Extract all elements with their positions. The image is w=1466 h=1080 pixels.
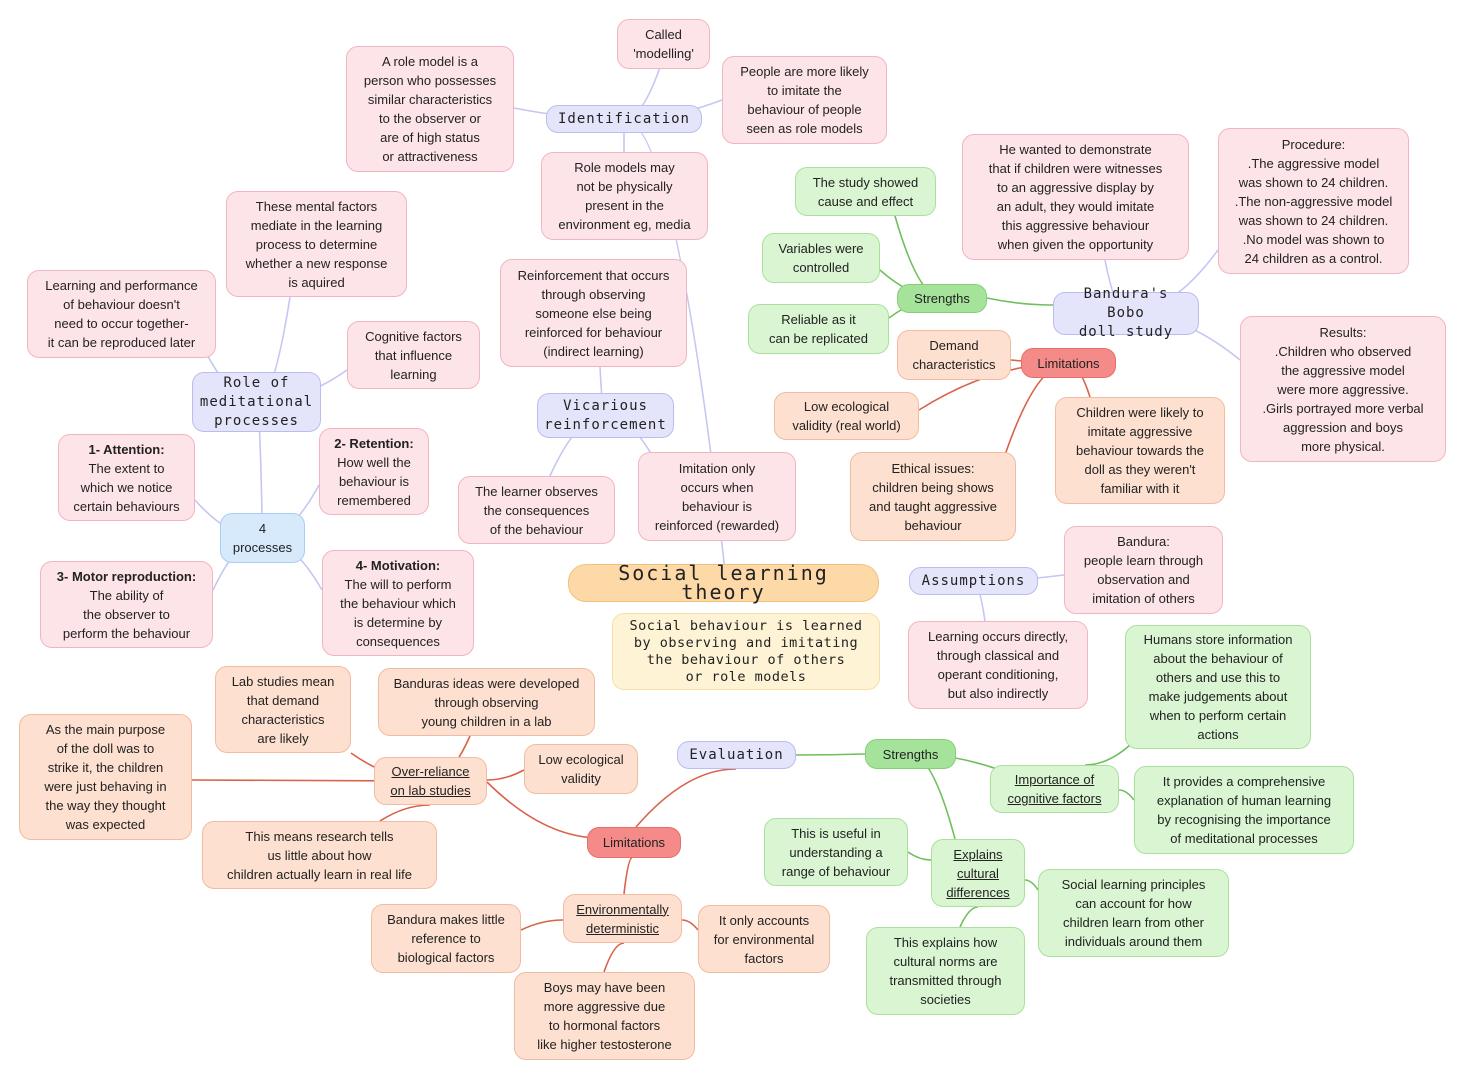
connector-line: [520, 919, 564, 931]
role-model-definition: A role model is a person who possesses s…: [346, 46, 514, 172]
environmentally-deterministic-node[interactable]: Environmentally deterministic: [563, 894, 682, 943]
reinforcement-note: Reinforcement that occurs through observ…: [500, 259, 687, 367]
connector-line: [603, 942, 625, 973]
lab-demand-note: Lab studies mean that demand characteris…: [215, 666, 351, 753]
assumptions-node[interactable]: Assumptions: [909, 567, 1038, 595]
connector-line: [681, 919, 699, 931]
connector-line: [986, 297, 1054, 306]
replicated-note: Reliable as it can be replicated: [748, 304, 889, 354]
evaluation-node[interactable]: Evaluation: [677, 741, 796, 769]
attention-title: 1- Attention:: [88, 441, 165, 457]
connector-line: [959, 906, 979, 928]
role-meditational-node[interactable]: Role of meditational processes: [192, 372, 321, 432]
cultural-differences-node[interactable]: Explains cultural differences: [931, 839, 1025, 907]
cultural-norms-note: This explains how cultural norms are tra…: [866, 927, 1025, 1015]
bobo-results-note: Results: .Children who observed the aggr…: [1240, 316, 1446, 462]
identification-node[interactable]: Identification: [546, 105, 702, 133]
cognitive-factors-note: Cognitive factors that influence learnin…: [347, 321, 480, 389]
unfamiliar-doll-note: Children were likely to imitate aggressi…: [1055, 397, 1225, 504]
retention-text: How well the behaviour is remembered: [337, 454, 411, 508]
retention-note: 2- Retention: How well the behaviour is …: [319, 428, 429, 515]
comprehensive-note: It provides a comprehensive explanation …: [1134, 766, 1354, 854]
evaluation-strengths-node[interactable]: Strengths: [865, 739, 956, 769]
motor-title: 3- Motor reproduction:: [56, 568, 197, 584]
motivation-text: The will to perform the behaviour which …: [340, 576, 456, 649]
motivation-note: 4- Motivation: The will to perform the b…: [322, 550, 474, 656]
motor-reproduction-note: 3- Motor reproduction: The ability of th…: [40, 561, 213, 648]
mental-factors-note: These mental factors mediate in the lear…: [226, 191, 407, 297]
importance-cognitive-node[interactable]: Importance of cognitive factors: [990, 765, 1119, 813]
motivation-title: 4- Motivation:: [355, 557, 441, 573]
ethical-issues-note: Ethical issues: children being shows and…: [850, 452, 1016, 541]
bobo-procedure-note: Procedure: .The aggressive model was sho…: [1218, 128, 1409, 274]
connector-line: [1024, 879, 1039, 891]
bobo-aim-note: He wanted to demonstrate that if childre…: [962, 134, 1189, 260]
connector-line: [907, 851, 932, 861]
central-topic[interactable]: Social learning theory: [568, 563, 879, 602]
connector-line: [1084, 744, 1131, 766]
four-processes-node[interactable]: 4 processes: [220, 513, 305, 563]
principles-note: Social learning principles can account f…: [1038, 869, 1229, 957]
imitation-only-note: Imitation only occurs when behaviour is …: [638, 452, 796, 541]
useful-range-note: This is useful in understanding a range …: [764, 818, 908, 886]
low-ecological-validity-real-note: Low ecological validity (real world): [774, 392, 919, 440]
over-reliance-node[interactable]: Over-reliance on lab studies: [374, 757, 487, 805]
connector-line: [635, 768, 737, 828]
motor-text: The ability of the observer to perform t…: [62, 587, 191, 641]
modelling-note: Called 'modelling': [617, 19, 710, 69]
connector-line: [623, 857, 633, 895]
environmental-factors-note: It only accounts for environmental facto…: [698, 905, 830, 973]
bobo-strengths-node[interactable]: Strengths: [897, 284, 987, 313]
not-present-note: Role models may not be physically presen…: [541, 152, 708, 240]
learning-directly-note: Learning occurs directly, through classi…: [908, 621, 1088, 709]
cause-effect-note: The study showed cause and effect: [795, 167, 936, 216]
attention-text: The extent to which we notice certain be…: [73, 460, 180, 514]
more-likely-note: People are more likely to imitate the be…: [722, 56, 887, 144]
connector-line: [795, 753, 866, 756]
banduras-ideas-note: Banduras ideas were developed through ob…: [378, 668, 595, 736]
learning-performance-note: Learning and performance of behaviour do…: [27, 270, 216, 358]
bandura-assumption-note: Bandura: people learn through observatio…: [1064, 526, 1223, 614]
attention-note: 1- Attention: The extent to which we not…: [58, 434, 195, 521]
demand-characteristics-note: Demand characteristics: [897, 330, 1011, 380]
humans-store-note: Humans store information about the behav…: [1125, 625, 1311, 749]
lab-low-ecological-note: Low ecological validity: [524, 744, 638, 794]
research-tells-note: This means research tells us little abou…: [202, 821, 437, 889]
bobo-doll-node[interactable]: Bandura's Bobo doll study: [1053, 286, 1199, 340]
evaluation-limitations-node[interactable]: Limitations: [587, 827, 681, 858]
connector-line: [1118, 789, 1135, 801]
main-purpose-note: As the main purpose of the doll was to s…: [19, 714, 192, 840]
retention-title: 2- Retention:: [334, 435, 414, 451]
biological-factors-note: Bandura makes little reference to biolog…: [371, 904, 521, 973]
connector-line: [486, 769, 525, 781]
boys-hormonal-note: Boys may have been more aggressive due t…: [514, 972, 695, 1060]
definition-note: Social behaviour is learned by observing…: [612, 613, 880, 690]
connector-line: [379, 804, 431, 822]
variables-controlled-note: Variables were controlled: [762, 233, 880, 283]
learner-observes-note: The learner observes the consequences of…: [458, 476, 615, 544]
vicarious-reinforcement-node[interactable]: Vicarious reinforcement: [537, 393, 674, 438]
bobo-limitations-node[interactable]: Limitations: [1021, 348, 1116, 378]
